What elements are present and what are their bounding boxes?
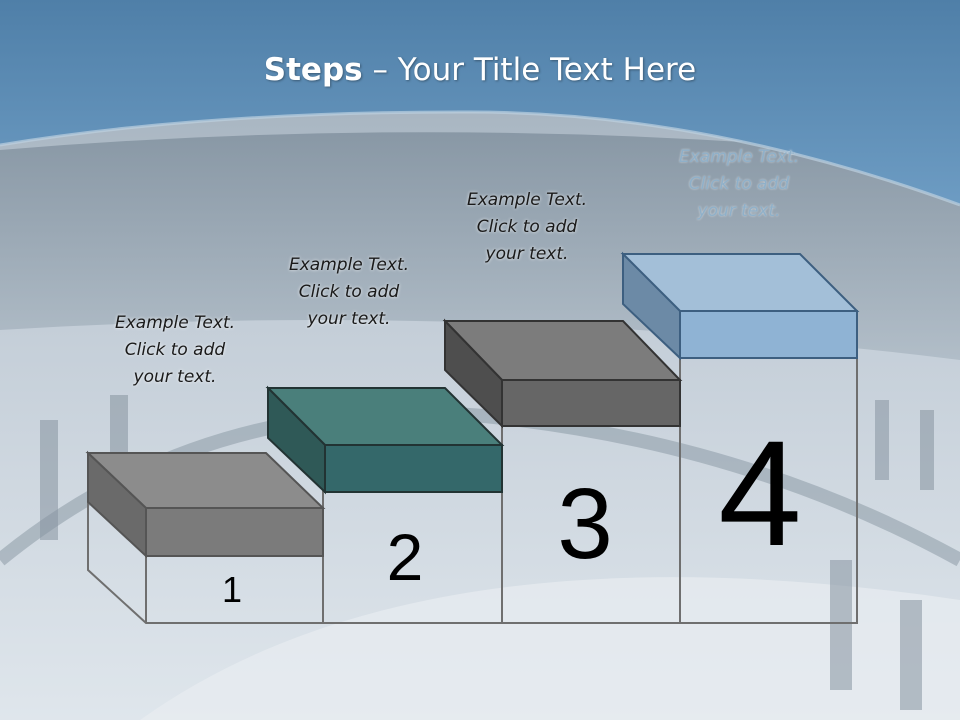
caption-line: Example Text.: [466, 190, 588, 210]
caption-line: Example Text.: [288, 255, 410, 275]
title-rest: – Your Title Text Here: [362, 52, 697, 88]
caption-line: your text.: [133, 367, 217, 387]
bridge-deck: [140, 577, 960, 720]
slide-title[interactable]: Steps – Your Title Text Here: [0, 52, 960, 88]
step-caption-1[interactable]: Example Text. Click to add your text.: [90, 310, 260, 391]
header-edge: [0, 110, 960, 207]
caption-line: your text.: [307, 309, 391, 329]
caption-line: Example Text.: [678, 147, 800, 167]
caption-line: Click to add: [476, 217, 578, 237]
step-number-3: 3: [557, 468, 613, 580]
step-caption-2[interactable]: Example Text. Click to add your text.: [264, 252, 434, 333]
step-number-1: 1: [221, 569, 243, 610]
step-caption-4[interactable]: Example Text. Click to add your text.: [654, 144, 824, 225]
step-caption-3[interactable]: Example Text. Click to add your text.: [442, 187, 612, 268]
step-number-4: 4: [718, 409, 802, 577]
caption-line: Click to add: [124, 340, 226, 360]
step-block-1[interactable]: [85, 450, 326, 559]
step-block-3[interactable]: [442, 318, 683, 429]
header-band: [0, 0, 960, 205]
caption-line: Click to add: [298, 282, 400, 302]
step-block-4[interactable]: [620, 251, 860, 361]
caption-line: Example Text.: [114, 313, 236, 333]
caption-line: your text.: [697, 201, 781, 221]
step-block-2[interactable]: [265, 385, 505, 495]
caption-line: your text.: [485, 244, 569, 264]
step-number-2: 2: [386, 520, 424, 594]
title-bold: Steps: [263, 52, 363, 88]
caption-line: Click to add: [688, 174, 790, 194]
